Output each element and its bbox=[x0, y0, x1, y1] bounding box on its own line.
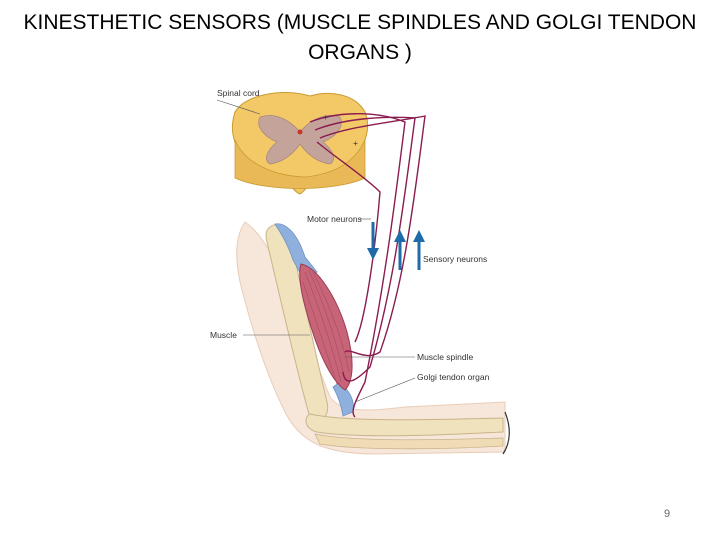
sensory-arrow-1 bbox=[394, 230, 406, 270]
label-muscle: Muscle bbox=[210, 330, 237, 340]
lower-tendon bbox=[332, 381, 354, 417]
forearm-bone bbox=[305, 413, 504, 437]
sensory-arrow-2 bbox=[413, 230, 425, 270]
page-number: 9 bbox=[664, 508, 671, 520]
label-golgi-tendon-organ: Golgi tendon organ bbox=[417, 372, 490, 382]
spinal-cord bbox=[231, 92, 369, 195]
slide-title: KINESTHETIC SENSORS (MUSCLE SPINDLES AND… bbox=[23, 11, 697, 64]
muscle-belly bbox=[299, 263, 353, 391]
rotation-mark bbox=[502, 411, 510, 455]
nerve-fibers bbox=[309, 113, 426, 418]
motor-arrow bbox=[367, 222, 379, 260]
plus-sign-1: + bbox=[323, 112, 328, 122]
kinesthetic-sensors-diagram: Spinal cord Motor neurons Sensory neuron… bbox=[210, 88, 510, 455]
plus-sign-2: + bbox=[353, 138, 358, 148]
label-spinal-cord: Spinal cord bbox=[217, 88, 260, 98]
label-sensory-neurons: Sensory neurons bbox=[423, 254, 487, 264]
label-motor-neurons: Motor neurons bbox=[307, 214, 362, 224]
label-muscle-spindle: Muscle spindle bbox=[417, 352, 473, 362]
forearm-bone-2 bbox=[314, 433, 504, 450]
